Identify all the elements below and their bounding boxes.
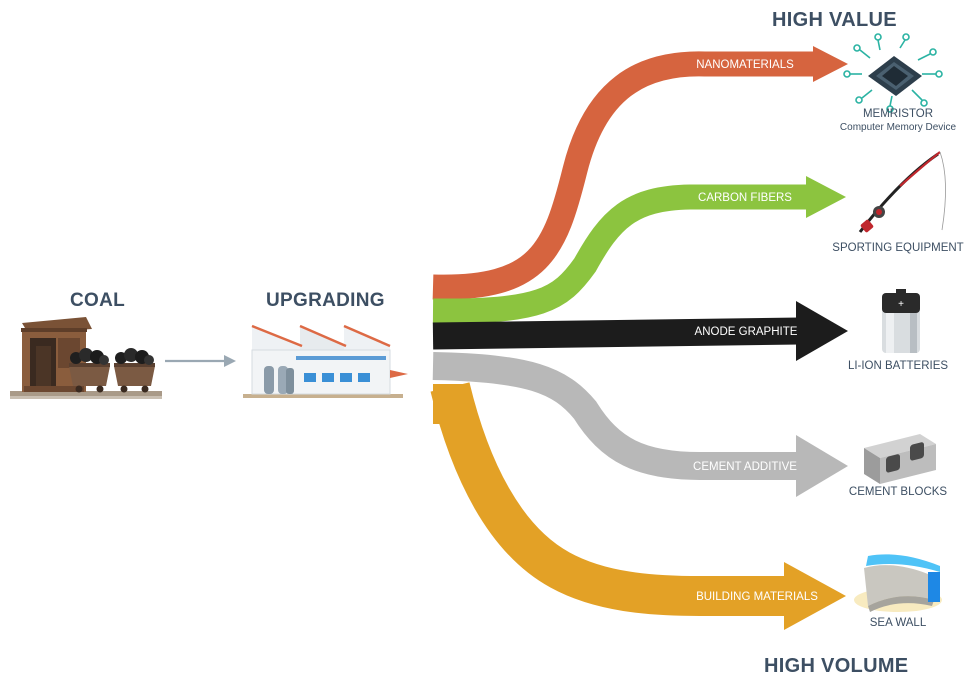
nanomaterials-label: NANOMATERIALS bbox=[696, 59, 794, 71]
cement-additive-arrowhead bbox=[796, 435, 848, 497]
cement-additive-label: CEMENT ADDITIVE bbox=[693, 461, 797, 473]
coal-to-upgrading-arrow bbox=[165, 355, 236, 367]
memristor-caption: MEMRISTOR Computer Memory Device bbox=[830, 108, 966, 134]
nanomaterials-flow bbox=[432, 51, 815, 300]
cement-additive-flow bbox=[432, 352, 800, 480]
sporting-equipment-caption: SPORTING EQUIPMENT bbox=[830, 242, 966, 255]
li-ion-batteries-caption: LI-ION BATTERIES bbox=[830, 360, 966, 373]
cement-blocks-name: CEMENT BLOCKS bbox=[848, 486, 948, 498]
memristor-name: MEMRISTOR bbox=[862, 108, 934, 120]
carbon-fibers-label: CARBON FIBERS bbox=[698, 192, 792, 204]
carbon-fibers-flow bbox=[432, 184, 808, 324]
high-volume-heading: HIGH VOLUME bbox=[764, 655, 909, 677]
anode-graphite-label: ANODE GRAPHITE bbox=[695, 326, 798, 338]
coal-label: COAL bbox=[70, 290, 126, 311]
high-value-heading: HIGH VALUE bbox=[772, 9, 897, 31]
sea-wall-name: SEA WALL bbox=[869, 617, 927, 629]
fishing-rod-icon bbox=[858, 151, 946, 233]
cement-block-icon bbox=[864, 434, 936, 484]
coal-mine-icon bbox=[10, 317, 162, 399]
cement-blocks-caption: CEMENT BLOCKS bbox=[830, 486, 966, 499]
anode-graphite-arrowhead bbox=[796, 301, 848, 361]
building-materials-label: BUILDING MATERIALS bbox=[696, 591, 818, 603]
svg-text:+: + bbox=[898, 299, 904, 310]
nanomaterials-arrowhead bbox=[813, 46, 848, 82]
building-materials-arrowhead bbox=[784, 562, 846, 630]
upgrading-label: UPGRADING bbox=[266, 290, 385, 311]
building-materials-flow-root bbox=[433, 384, 469, 424]
building-materials-flow bbox=[430, 382, 788, 616]
carbon-fibers-arrowhead bbox=[806, 176, 846, 218]
memristor-subtitle: Computer Memory Device bbox=[839, 122, 957, 133]
sea-wall-icon bbox=[854, 554, 942, 612]
factory-icon bbox=[243, 324, 408, 398]
battery-icon: + bbox=[882, 289, 920, 353]
chip-icon bbox=[843, 33, 943, 113]
li-ion-batteries-name: LI-ION BATTERIES bbox=[847, 360, 949, 372]
sporting-equipment-name: SPORTING EQUIPMENT bbox=[832, 242, 964, 254]
anode-graphite-flow bbox=[432, 317, 801, 350]
sea-wall-caption: SEA WALL bbox=[830, 617, 966, 630]
